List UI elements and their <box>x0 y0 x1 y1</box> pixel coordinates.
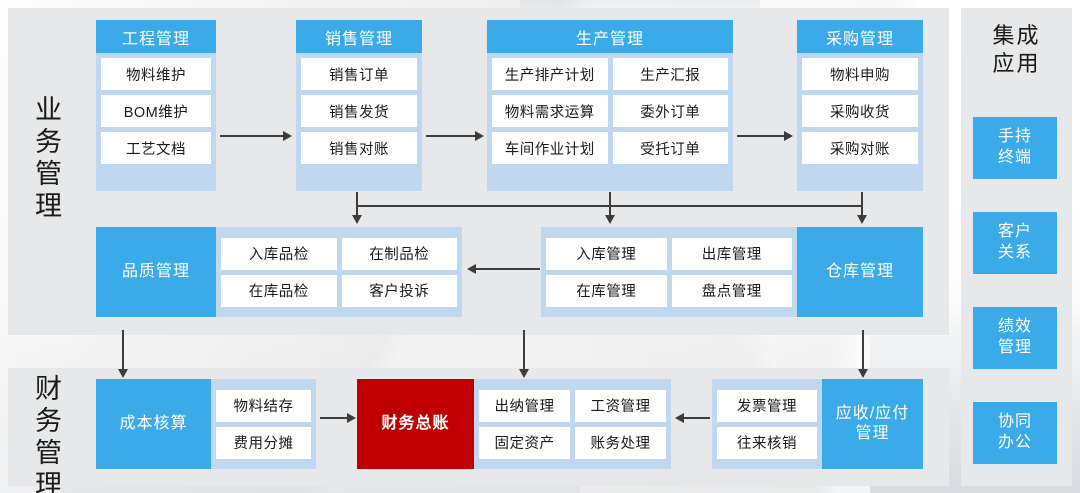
card-purchase-management[interactable]: 采购管理 物料申购 采购收货 采购对账 <box>797 20 923 191</box>
connector-down-warehouse <box>861 205 863 217</box>
chip-item[interactable]: 委外订单 <box>612 95 728 127</box>
connector-quality-to-cost <box>122 330 124 372</box>
card-receivable-payable[interactable]: 发票管理 往来核销 应收/应付 管理 <box>712 379 923 469</box>
card-sales-management[interactable]: 销售管理 销售订单 销售发货 销售对账 <box>296 20 422 191</box>
arrowhead-right <box>347 413 356 423</box>
arrowhead-right <box>283 131 292 141</box>
connector-down-quality <box>356 205 358 217</box>
chip-item[interactable]: 在库品检 <box>221 274 337 307</box>
connector-sales-to-production <box>426 135 476 137</box>
card-title: 应收/应付 管理 <box>822 379 923 469</box>
connector-bus-drop-production <box>609 192 611 206</box>
connector-bus-drop-sales <box>356 192 358 206</box>
card-warehouse-management[interactable]: 入库管理 出库管理 在库管理 盘点管理 仓库管理 <box>541 227 923 317</box>
arrowhead-right <box>475 131 484 141</box>
chip-item[interactable]: 费用分摊 <box>216 426 311 459</box>
app-tile-collaborative-office[interactable]: 协同 办公 <box>973 402 1057 464</box>
chip-item[interactable]: 生产排产计划 <box>492 58 608 90</box>
chip-item[interactable]: 工艺文档 <box>101 132 211 164</box>
chip-item[interactable]: 入库管理 <box>546 237 667 270</box>
card-title: 成本核算 <box>96 379 211 469</box>
connector-engineering-to-sales <box>220 135 284 137</box>
chip-item[interactable]: 销售对账 <box>301 132 417 164</box>
arrowhead-left <box>467 264 476 274</box>
chip-item[interactable]: 盘点管理 <box>671 274 792 307</box>
app-tile-handheld-terminal[interactable]: 手持 终端 <box>973 117 1057 179</box>
card-production-management[interactable]: 生产管理 生产排产计划 生产汇报 物料需求运算 委外订单 车间作业计划 受托订单 <box>487 20 733 191</box>
chip-item[interactable]: 采购收货 <box>802 95 918 127</box>
chip-item[interactable]: 生产汇报 <box>612 58 728 90</box>
card-title: 仓库管理 <box>797 227 923 317</box>
chip-item[interactable]: 销售订单 <box>301 58 417 90</box>
connector-production-to-purchase <box>737 135 785 137</box>
chip-item[interactable]: 物料维护 <box>101 58 211 90</box>
connector-warehouse-to-ledger <box>523 330 525 372</box>
integrated-apps-title: 集成 应用 <box>992 23 1041 77</box>
arrowhead-down <box>858 369 868 378</box>
app-tile-customer-relations[interactable]: 客户 关系 <box>973 212 1057 274</box>
chip-item[interactable]: 出库管理 <box>671 237 792 270</box>
arrowhead-down <box>857 215 867 224</box>
chip-item[interactable]: 物料结存 <box>216 389 311 422</box>
business-management-label: 业务管理 <box>31 95 61 223</box>
arrowhead-right <box>784 131 793 141</box>
arrowhead-down <box>519 369 529 378</box>
card-engineering-management[interactable]: 工程管理 物料维护 BOM维护 工艺文档 <box>96 20 216 191</box>
finance-management-label: 财务管理 <box>31 374 61 493</box>
chip-item[interactable]: BOM维护 <box>101 95 211 127</box>
chip-item[interactable]: 物料申购 <box>802 58 918 90</box>
arrowhead-down <box>605 215 615 224</box>
arrowhead-left <box>675 413 684 423</box>
card-title: 财务总账 <box>357 379 474 469</box>
connector-receivable-to-ledger <box>684 417 710 419</box>
chip-item[interactable]: 往来核销 <box>717 426 817 459</box>
chip-item[interactable]: 采购对账 <box>802 132 918 164</box>
chip-item[interactable]: 物料需求运算 <box>492 95 608 127</box>
app-tile-performance-management[interactable]: 绩效 管理 <box>973 307 1057 369</box>
chip-item[interactable]: 受托订单 <box>612 132 728 164</box>
arrowhead-down <box>352 215 362 224</box>
chip-item[interactable]: 工资管理 <box>575 389 666 422</box>
connector-bus-drop-purchase <box>861 192 863 206</box>
card-title: 品质管理 <box>96 227 216 317</box>
arrowhead-down <box>118 369 128 378</box>
card-title: 销售管理 <box>296 20 422 53</box>
chip-item[interactable]: 客户投诉 <box>341 274 457 307</box>
connector-warehouse-to-receivable <box>862 330 864 372</box>
card-quality-management[interactable]: 品质管理 入库品检 在制品检 在库品检 客户投诉 <box>96 227 462 317</box>
chip-item[interactable]: 在制品检 <box>341 237 457 270</box>
chip-item[interactable]: 固定资产 <box>479 426 570 459</box>
card-general-ledger[interactable]: 财务总账 出纳管理 工资管理 固定资产 账务处理 <box>357 379 671 469</box>
card-cost-accounting[interactable]: 成本核算 物料结存 费用分摊 <box>96 379 316 469</box>
chip-item[interactable]: 发票管理 <box>717 389 817 422</box>
chip-item[interactable]: 车间作业计划 <box>492 132 608 164</box>
connector-cost-to-ledger <box>320 417 348 419</box>
card-title: 生产管理 <box>487 20 733 53</box>
chip-item[interactable]: 出纳管理 <box>479 389 570 422</box>
chip-item[interactable]: 在库管理 <box>546 274 667 307</box>
chip-item[interactable]: 入库品检 <box>221 237 337 270</box>
card-title: 工程管理 <box>96 20 216 53</box>
card-title: 采购管理 <box>797 20 923 53</box>
connector-warehouse-to-quality <box>476 268 540 270</box>
chip-item[interactable]: 账务处理 <box>575 426 666 459</box>
connector-down-warehouse-in <box>609 205 611 217</box>
chip-item[interactable]: 销售发货 <box>301 95 417 127</box>
